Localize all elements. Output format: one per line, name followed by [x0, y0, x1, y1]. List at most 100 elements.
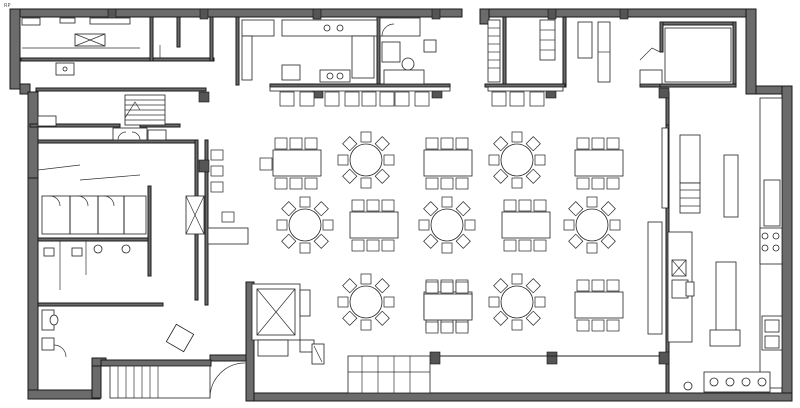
rect-table-group — [574, 279, 624, 332]
chair — [533, 199, 547, 212]
rect-table-group — [501, 199, 551, 252]
chair — [586, 242, 598, 254]
chair — [274, 177, 288, 190]
chair — [289, 177, 303, 190]
chair — [425, 137, 439, 150]
round-table-group — [418, 196, 476, 254]
chair — [281, 233, 297, 249]
rect-table — [423, 293, 473, 321]
chair — [374, 310, 390, 326]
chair — [563, 219, 575, 231]
kitchen-top — [241, 17, 437, 85]
office-area — [21, 17, 161, 76]
chair — [322, 219, 334, 231]
chair — [381, 199, 395, 212]
chair — [511, 319, 523, 331]
chair — [313, 201, 329, 217]
chair — [455, 233, 471, 249]
chair — [455, 137, 469, 150]
chair — [342, 136, 358, 152]
chair — [525, 136, 541, 152]
chair — [342, 168, 358, 184]
chair — [425, 177, 439, 190]
rect-table-group — [349, 199, 399, 252]
rect-table — [423, 149, 473, 177]
bar-counter — [269, 86, 564, 107]
rect-table — [349, 211, 399, 239]
chair — [511, 131, 523, 143]
rect-table — [501, 211, 551, 239]
chair — [455, 201, 471, 217]
exterior-walls — [9, 8, 793, 402]
chair — [600, 233, 616, 249]
round-table-group — [337, 131, 395, 189]
chair — [441, 242, 453, 254]
chair — [299, 196, 311, 208]
chair — [360, 131, 372, 143]
chair — [276, 219, 288, 231]
chair — [440, 137, 454, 150]
chair — [503, 239, 517, 252]
loose-chair — [259, 157, 273, 171]
round-table — [500, 285, 534, 319]
chair — [360, 273, 372, 285]
chair — [423, 233, 439, 249]
chair — [591, 137, 605, 150]
chair — [440, 177, 454, 190]
chair — [351, 199, 365, 212]
chair — [525, 168, 541, 184]
rect-table-group — [574, 137, 624, 190]
chair — [360, 319, 372, 331]
chair — [360, 177, 372, 189]
rect-table — [574, 149, 624, 177]
chair — [274, 137, 288, 150]
chair — [576, 177, 590, 190]
chair — [591, 279, 605, 292]
restrooms — [37, 164, 147, 358]
chair — [418, 219, 430, 231]
chair — [568, 233, 584, 249]
chair — [455, 177, 469, 190]
chair — [441, 196, 453, 208]
chair — [455, 281, 469, 294]
elevator-core — [251, 283, 660, 394]
chair — [533, 239, 547, 252]
chair — [518, 239, 532, 252]
chair — [425, 281, 439, 294]
chair — [440, 281, 454, 294]
round-table — [349, 143, 383, 177]
round-table-group — [488, 273, 546, 331]
round-table — [575, 208, 609, 242]
chair — [342, 310, 358, 326]
rect-table — [272, 149, 322, 177]
chair — [383, 154, 395, 166]
chair — [304, 177, 318, 190]
round-table-group — [563, 196, 621, 254]
chair — [586, 196, 598, 208]
round-table-group — [276, 196, 334, 254]
chair — [337, 154, 349, 166]
chair — [281, 201, 297, 217]
chair — [534, 154, 546, 166]
chair — [576, 279, 590, 292]
chair — [289, 137, 303, 150]
doors-corridor — [37, 115, 167, 141]
lobby-lower-left — [109, 323, 246, 399]
rect-table-group — [423, 137, 473, 190]
square-tables — [272, 137, 624, 334]
rect-table-group — [423, 281, 473, 334]
chair — [374, 136, 390, 152]
round-tables — [276, 131, 621, 331]
chair — [493, 168, 509, 184]
chair — [381, 239, 395, 252]
chair — [503, 199, 517, 212]
chair — [493, 278, 509, 294]
corner-note: RP — [4, 3, 11, 9]
round-table — [288, 208, 322, 242]
chair — [374, 278, 390, 294]
chair — [534, 296, 546, 308]
round-table — [349, 285, 383, 319]
back-of-house — [487, 19, 732, 85]
chair — [374, 168, 390, 184]
